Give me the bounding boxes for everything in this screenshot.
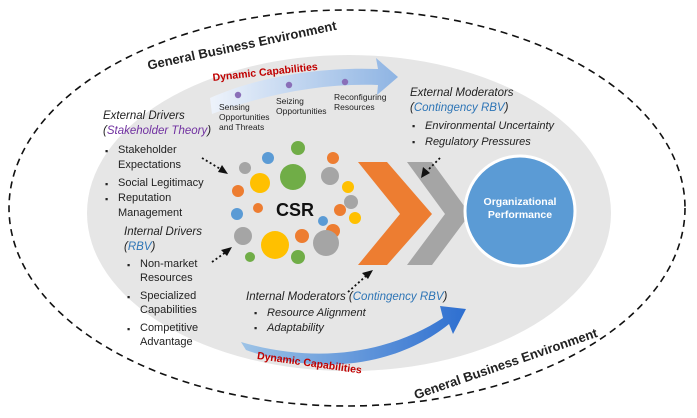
external-moderator-item: Regulatory Pressures xyxy=(412,136,531,148)
contingency-rbv-label: Contingency RBV xyxy=(352,291,444,303)
csr-circle xyxy=(291,250,305,264)
csr-circle xyxy=(291,141,305,155)
step-sensing: Sensing Opportunities and Threats xyxy=(219,102,270,132)
csr-circle xyxy=(318,216,328,226)
stakeholder-theory-label: Stakeholder Theory xyxy=(106,125,208,137)
step-dot-reconfiguring xyxy=(341,78,349,86)
csr-circle xyxy=(245,252,255,262)
external-moderators-theory: (Contingency RBV) xyxy=(410,102,509,114)
external-driver-item: Social Legitimacy xyxy=(105,176,204,192)
csr-label: CSR xyxy=(276,200,315,220)
internal-moderator-item: Resource Alignment xyxy=(254,307,366,319)
internal-driver-item: Non-market Resources xyxy=(127,257,198,285)
internal-drivers-title: Internal Drivers xyxy=(124,226,202,238)
dynamic-capabilities-top-arrow xyxy=(210,58,398,114)
csr-circle xyxy=(234,227,252,245)
csr-circle xyxy=(334,204,346,216)
csr-circle xyxy=(313,230,339,256)
csr-circle xyxy=(349,212,361,224)
csr-circle xyxy=(250,173,270,193)
framework-ellipse xyxy=(87,55,611,371)
internal-driver-item: Specialized Capabilities xyxy=(127,289,197,317)
external-drivers-theory: (Stakeholder Theory) xyxy=(103,125,212,137)
csr-circle xyxy=(327,152,339,164)
csr-circle xyxy=(253,203,263,213)
csr-circle xyxy=(280,164,306,190)
external-moderator-item: Environmental Uncertainty xyxy=(412,120,554,132)
csr-circle xyxy=(321,167,339,185)
csr-circle xyxy=(231,208,243,220)
internal-moderator-item: Adaptability xyxy=(254,322,324,334)
rbv-label: RBV xyxy=(127,241,152,253)
external-drivers-title: External Drivers xyxy=(103,110,185,122)
csr-circle xyxy=(344,195,358,209)
external-driver-item: Reputation Management xyxy=(105,191,182,221)
step-dot-seizing xyxy=(285,81,293,89)
step-reconfiguring: Reconfiguring Resources xyxy=(334,92,387,112)
organizational-performance-circle xyxy=(463,154,577,268)
csr-circle xyxy=(295,229,309,243)
organizational-performance-label: Organizational Performance xyxy=(483,196,557,221)
dynamic-capabilities-bottom-arrow xyxy=(241,306,466,365)
internal-moderators-title-text: Internal Moderators xyxy=(246,291,346,303)
dotted-connector-arrows xyxy=(201,157,441,293)
internal-driver-item: Competitive Advantage xyxy=(127,321,198,349)
gray-chevron xyxy=(407,162,470,265)
contingency-rbv-label: Contingency RBV xyxy=(413,102,505,114)
internal-moderators-title: Internal Moderators (Contingency RBV) xyxy=(246,291,448,303)
external-moderators-title: External Moderators xyxy=(410,87,514,99)
csr-circle xyxy=(342,181,354,193)
step-seizing: Seizing Opportunities xyxy=(276,96,327,116)
internal-drivers-theory: (RBV) xyxy=(124,241,156,253)
environment-boundary xyxy=(8,9,686,407)
csr-circle xyxy=(232,185,244,197)
csr-circle xyxy=(261,231,289,259)
orange-chevron xyxy=(358,162,432,265)
csr-circle xyxy=(239,162,251,174)
external-driver-item: Stakeholder Expectations xyxy=(105,143,181,173)
step-dot-sensing xyxy=(234,91,242,99)
csr-circle xyxy=(262,152,274,164)
